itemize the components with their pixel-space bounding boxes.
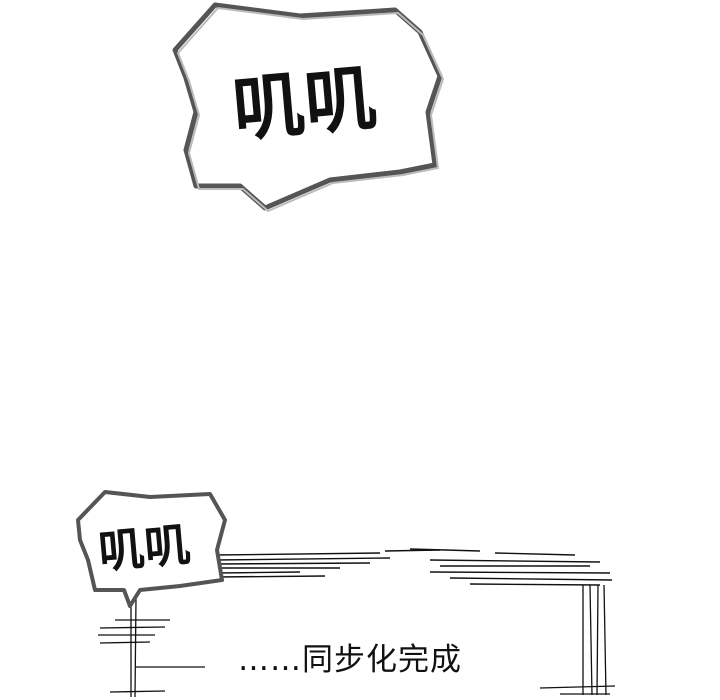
- right-post: [539, 584, 616, 696]
- speed-lines: [214, 548, 613, 586]
- caption-text: ……同步化完成: [238, 642, 462, 678]
- small-bubble-text: 叽叽: [96, 517, 192, 579]
- small-speech-bubble: 叽叽: [76, 490, 227, 608]
- large-bubble-text: 叽叽: [229, 55, 380, 151]
- left-post: [98, 597, 205, 698]
- large-speech-bubble: 叽叽: [172, 2, 445, 213]
